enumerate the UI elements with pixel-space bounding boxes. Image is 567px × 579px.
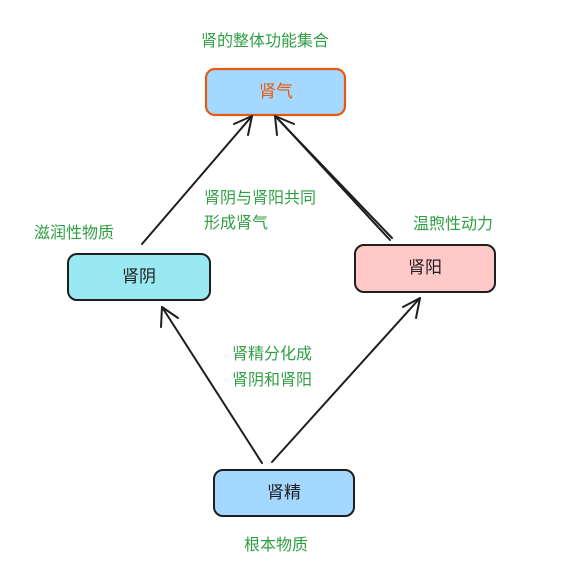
node-shenyang[interactable]: 肾阳 xyxy=(354,244,496,293)
edge-shenyin-to-shenqi xyxy=(141,115,253,245)
node-shenqi-box xyxy=(204,67,347,117)
edge-shenyin-to-shenqi-line xyxy=(141,115,253,245)
edge-shenyin-to-shenqi-arrowhead xyxy=(233,115,253,136)
edge-shenjing-to-shenyin xyxy=(160,306,263,464)
node-shenyang-box xyxy=(354,244,496,293)
node-shenqi[interactable]: 肾气 xyxy=(204,67,347,117)
annotation-lower-center-line2: 肾阴和肾阳 xyxy=(232,370,312,389)
annotation-lower-center-line1: 肾精分化成 xyxy=(232,344,312,363)
annotation-top: 肾的整体功能集合 xyxy=(201,31,329,50)
edge-shenyang-to-shenqi-line-double xyxy=(279,120,391,241)
node-shenjing-box xyxy=(213,469,355,517)
node-shenyang-label: 肾阳 xyxy=(408,258,442,278)
node-shenyin[interactable]: 肾阴 xyxy=(67,253,211,301)
annotation-upper-center-line2: 形成肾气 xyxy=(204,213,268,232)
edge-shenyang-to-shenqi xyxy=(274,115,393,241)
annotation-left: 滋润性物质 xyxy=(34,223,114,242)
annotation-upper-center-line1: 肾阴与肾阳共同 xyxy=(204,188,316,207)
edge-shenjing-to-shenyin-arrowhead xyxy=(160,306,179,328)
node-shenjing-label: 肾精 xyxy=(267,483,301,503)
edge-shenjing-to-shenyin-line xyxy=(161,306,263,464)
annotation-right: 温煦性动力 xyxy=(413,214,493,233)
edge-shenjing-to-shenyang xyxy=(271,297,421,463)
edge-shenyang-to-shenqi-arrowhead xyxy=(274,115,295,136)
node-shenqi-label: 肾气 xyxy=(259,82,293,102)
edge-shenjing-to-shenyang-line xyxy=(271,297,421,463)
node-shenjing[interactable]: 肾精 xyxy=(213,469,355,517)
node-shenyin-label: 肾阴 xyxy=(122,267,156,287)
annotation-bottom: 根本物质 xyxy=(244,535,308,554)
edge-shenjing-to-shenyang-arrowhead xyxy=(402,297,421,319)
node-shenyin-box xyxy=(67,253,211,301)
